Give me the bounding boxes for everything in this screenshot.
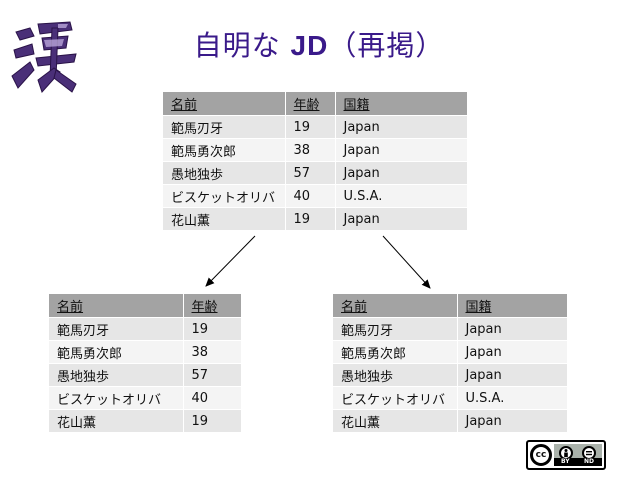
cell-name: 花山薫 [163,207,286,231]
table-row: 花山薫 19 Japan [163,207,468,231]
table-header-row: 名前 年齢 国籍 [163,92,468,116]
license-badge-bar [554,458,602,466]
cell-name: 範馬刃牙 [49,317,184,341]
table-row: 花山薫 Japan [333,409,568,433]
person-icon [559,446,573,460]
kanji-brush-logo-icon [11,21,77,93]
cell-nationality: Japan [335,207,468,231]
title-suffix: （再掲） [328,29,445,62]
cell-name: 愚地独歩 [49,363,184,387]
equals-icon [582,446,596,460]
cell-name: ビスケットオリバ [333,386,458,410]
table-row: 範馬刃牙 Japan [333,317,568,341]
header-nationality: 国籍 [457,294,568,318]
cc-icon: cc [530,444,552,466]
table-row: ビスケットオリバ U.S.A. [333,386,568,410]
cell-nationality: Japan [457,340,568,364]
header-name: 名前 [333,294,458,318]
header-name: 名前 [49,294,184,318]
cell-age: 38 [183,340,242,364]
title-jd: JD [290,30,329,61]
cell-age: 19 [183,317,242,341]
table-header-row: 名前 国籍 [333,294,568,318]
arrow-right [382,235,431,289]
cell-nationality: Japan [457,317,568,341]
slide-title: 自明な JD（再掲） [0,28,638,64]
cell-name: 範馬勇次郎 [333,340,458,364]
cell-age: 19 [183,409,242,433]
name-nationality-table: 名前 国籍 範馬刃牙 Japan 範馬勇次郎 Japan 愚地独歩 Japan … [333,294,568,433]
license-badge[interactable]: cc BY ND [526,440,606,470]
cell-name: 愚地独歩 [333,363,458,387]
cell-nationality: Japan [335,115,468,139]
cell-nationality: Japan [457,409,568,433]
header-age: 年齢 [183,294,242,318]
cell-name: ビスケットオリバ [49,386,184,410]
cell-age: 57 [285,161,336,185]
cell-age: 19 [285,115,336,139]
header-nationality: 国籍 [335,92,468,116]
header-age: 年齢 [285,92,336,116]
cell-name: 花山薫 [333,409,458,433]
cell-name: ビスケットオリバ [163,184,286,208]
table-row: 範馬刃牙 19 Japan [163,115,468,139]
table-row: 花山薫 19 [49,409,242,433]
title-prefix: 自明な [193,29,291,62]
cell-age: 57 [183,363,242,387]
cell-nationality: U.S.A. [457,386,568,410]
table-row: 愚地独歩 Japan [333,363,568,387]
table-row: 範馬勇次郎 Japan [333,340,568,364]
cell-name: 愚地独歩 [163,161,286,185]
cell-nationality: Japan [335,138,468,162]
header-name: 名前 [163,92,286,116]
table-header-row: 名前 年齢 [49,294,242,318]
cell-age: 19 [285,207,336,231]
cell-name: 範馬勇次郎 [163,138,286,162]
full-relation-table: 名前 年齢 国籍 範馬刃牙 19 Japan 範馬勇次郎 38 Japan 愚地… [163,92,468,231]
arrow-left [205,235,256,287]
cell-name: 範馬刃牙 [333,317,458,341]
cell-name: 花山薫 [49,409,184,433]
table-row: 愚地独歩 57 Japan [163,161,468,185]
table-row: 範馬勇次郎 38 [49,340,242,364]
cell-name: 範馬刃牙 [163,115,286,139]
cell-nationality: Japan [457,363,568,387]
cell-age: 40 [183,386,242,410]
cell-name: 範馬勇次郎 [49,340,184,364]
cell-age: 40 [285,184,336,208]
table-row: 愚地独歩 57 [49,363,242,387]
table-row: ビスケットオリバ 40 U.S.A. [163,184,468,208]
nd-label: ND [584,458,595,465]
table-row: 範馬刃牙 19 [49,317,242,341]
table-row: ビスケットオリバ 40 [49,386,242,410]
name-age-table: 名前 年齢 範馬刃牙 19 範馬勇次郎 38 愚地独歩 57 ビスケットオリバ … [49,294,242,433]
table-row: 範馬勇次郎 38 Japan [163,138,468,162]
cell-nationality: U.S.A. [335,184,468,208]
by-label: BY [561,458,570,465]
cell-age: 38 [285,138,336,162]
cell-nationality: Japan [335,161,468,185]
